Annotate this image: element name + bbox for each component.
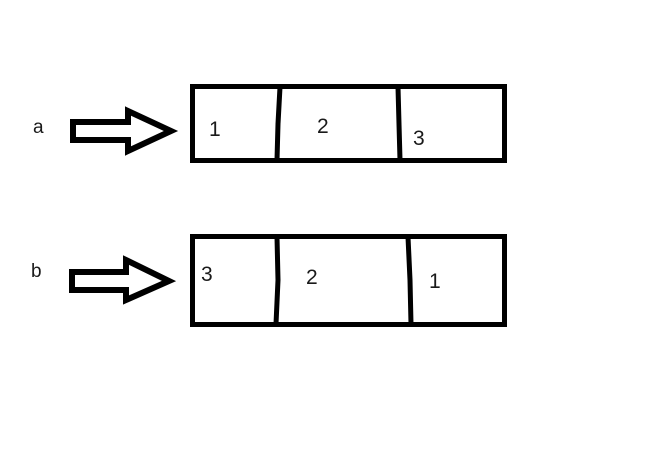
strip-b — [190, 234, 507, 327]
strip-b-divider-2 — [405, 236, 414, 325]
strip-a-svg — [190, 84, 507, 163]
strip-a-divider-2 — [395, 86, 403, 161]
strip-b-svg — [190, 234, 507, 327]
strip-b-divider-1 — [273, 236, 281, 325]
strip-a — [190, 84, 507, 163]
cell-number-a-3: 3 — [413, 127, 425, 150]
cell-number-a-1: 1 — [209, 118, 221, 141]
right-arrow-icon — [70, 106, 179, 156]
cell-number-b-1: 1 — [429, 270, 441, 293]
row-label-a: a — [33, 117, 44, 138]
right-arrow-a-wrap — [70, 106, 179, 156]
cell-number-a-2: 2 — [317, 115, 329, 138]
cell-number-b-3: 3 — [201, 263, 213, 286]
right-arrow-icon — [69, 255, 177, 305]
strip-a-divider-1 — [274, 86, 283, 161]
right-arrow-b-wrap — [69, 255, 177, 305]
row-label-b: b — [31, 261, 42, 282]
cell-number-b-2: 2 — [306, 266, 318, 289]
